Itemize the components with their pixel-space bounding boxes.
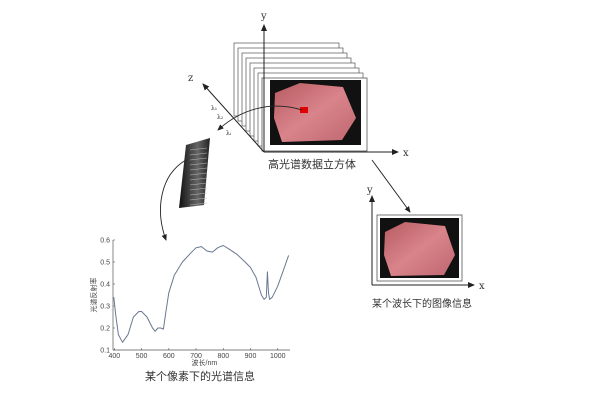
cube-y-label: y: [260, 11, 267, 22]
x-tick-label: 800: [217, 353, 229, 360]
x-tick-label: 700: [190, 353, 202, 360]
lambda-i: λᵢ: [226, 130, 232, 137]
band-x-label: x: [479, 281, 485, 292]
cube-x-label: x: [403, 148, 409, 159]
spectrometer-slit: [189, 182, 208, 186]
y-tick-label: 0.6: [100, 238, 110, 245]
y-axis-label: 光谱反射率: [89, 278, 98, 313]
spectrometer-icon: [179, 138, 210, 208]
x-axis-label: 波长/nm: [192, 358, 218, 367]
cube-front-image: [261, 77, 368, 152]
spectrometer-slit: [189, 167, 208, 171]
spectrometer-slit: [189, 152, 208, 156]
band-image: [376, 214, 463, 282]
meat-sample: [274, 83, 356, 142]
y-tick-label: 0.2: [100, 326, 110, 333]
y-tick-label: 0.1: [100, 348, 110, 355]
spectrum-arrow: [160, 159, 187, 241]
band-arrow: [371, 159, 411, 213]
selected-pixel: [300, 107, 308, 113]
spectrum-chart: 400 500 600 700 800 900 1000 0.1 0.2 0.3 0.4 0.5 0.6…: [89, 238, 290, 367]
spectrometer-slit: [189, 192, 208, 196]
spectrometer-slit: [189, 197, 208, 201]
spectrometer-slit: [189, 157, 208, 161]
pixel-extract-arrow: [217, 105, 303, 131]
band-caption: 某个波长下的图像信息: [372, 297, 472, 310]
spectrometer-slit: [189, 202, 208, 206]
cube-z-label: z: [188, 73, 193, 84]
spectrum-caption: 某个像素下的光谱信息: [145, 369, 255, 383]
x-tick-label: 600: [163, 353, 175, 360]
y-tick-label: 0.5: [100, 260, 110, 267]
lambda-1: λ₁: [211, 105, 217, 112]
x-tick-label: 500: [136, 353, 148, 360]
x-tick-label: 400: [109, 353, 121, 360]
spectrum-line: [113, 245, 290, 343]
cube-caption: 高光谱数据立方体: [268, 157, 356, 171]
band-y-label: y: [366, 185, 373, 196]
y-tick-label: 0.4: [100, 282, 110, 289]
spectrometer-slit: [189, 177, 208, 181]
spectrometer-slit: [189, 187, 208, 191]
y-tick-label: 0.3: [100, 304, 110, 311]
spectrometer-slit: [189, 172, 208, 176]
spectrometer-slit: [189, 162, 208, 166]
x-tick-label: 1000: [270, 353, 286, 360]
x-tick-label: 900: [245, 353, 257, 360]
lambda-2: λ₂: [217, 114, 224, 121]
spectrometer-slit: [189, 147, 208, 151]
